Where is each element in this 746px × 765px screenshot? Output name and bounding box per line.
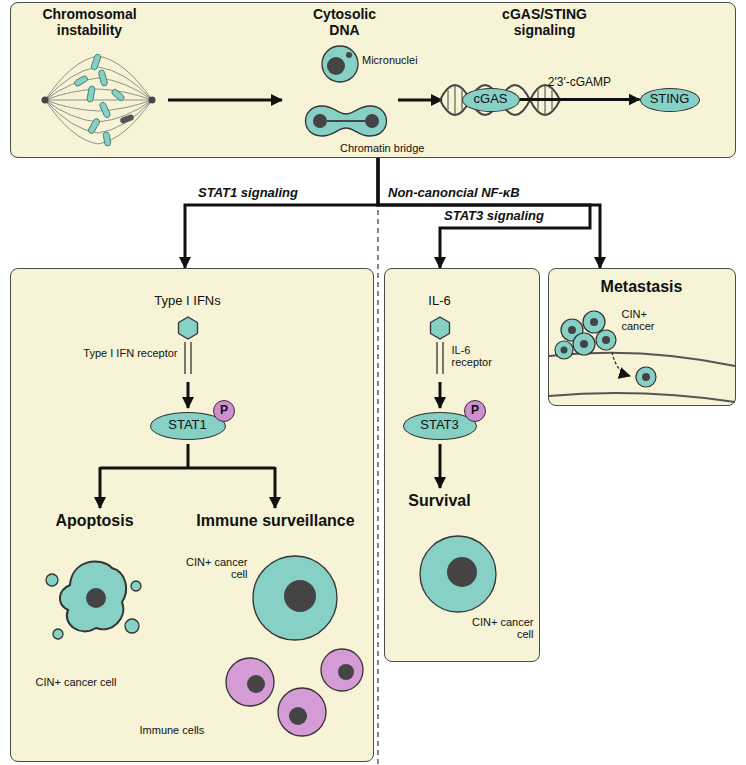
ligand bbox=[179, 317, 198, 339]
receptor-label: Type I IFN receptor bbox=[30, 347, 178, 360]
outcome-heading: Survival bbox=[390, 492, 490, 510]
cancer-cell bbox=[420, 536, 496, 612]
protein-oval: cGAS bbox=[462, 88, 520, 112]
panel: MetastasisCIN+ cancer bbox=[548, 268, 736, 406]
fragment bbox=[125, 619, 139, 633]
panel: Chromosomal instability Cytosolic DNA cGAS… bbox=[10, 2, 736, 158]
arrow-split bbox=[100, 444, 275, 468]
cell-label: CIN+ cancer cell bbox=[176, 556, 248, 581]
ligand bbox=[431, 317, 450, 339]
nucleus bbox=[284, 580, 316, 612]
immune-cell bbox=[278, 688, 326, 736]
node-text: cGAS bbox=[474, 92, 508, 106]
cell bbox=[322, 46, 358, 82]
node-text: P bbox=[220, 404, 228, 417]
pathway-label: Non-canoncial NF-κB bbox=[388, 186, 520, 201]
arrow bbox=[398, 99, 442, 102]
receptor bbox=[442, 342, 443, 374]
panel-ground bbox=[384, 268, 540, 662]
node-text: STING bbox=[650, 92, 690, 106]
receptor bbox=[436, 342, 437, 374]
vessel-wall bbox=[549, 393, 735, 402]
pathway-label: STAT1 signaling bbox=[198, 186, 298, 201]
cancer-cell bbox=[253, 556, 337, 640]
nucleus bbox=[642, 373, 650, 381]
tumour-cluster bbox=[555, 311, 616, 359]
nucleus bbox=[289, 707, 307, 725]
dividing-cell bbox=[306, 106, 387, 136]
phospho-tag: P bbox=[464, 400, 486, 422]
cell-label: CIN+ cancer cell bbox=[36, 676, 156, 689]
receptor bbox=[190, 342, 191, 374]
part-label: Chromatin bridge bbox=[340, 142, 424, 155]
cell-label: CIN+ cancer cell bbox=[468, 616, 534, 641]
immune-cell bbox=[321, 649, 363, 691]
spindle-pole bbox=[149, 97, 156, 104]
nucleus bbox=[247, 675, 265, 693]
node-text: STAT1 bbox=[168, 418, 207, 432]
chromosomes bbox=[73, 53, 125, 146]
dashed-arrow bbox=[612, 352, 630, 376]
nucleus bbox=[313, 114, 327, 128]
vessel-wall bbox=[549, 353, 735, 366]
connector-arrow bbox=[520, 98, 640, 101]
divider bbox=[377, 210, 378, 765]
node-text: STAT3 bbox=[420, 418, 459, 432]
protein-oval: STING bbox=[640, 88, 700, 112]
arrow bbox=[439, 382, 442, 408]
part-label: Micronuclei bbox=[362, 54, 418, 67]
node-text: P bbox=[471, 404, 479, 417]
connector-arrow bbox=[378, 158, 590, 268]
protein-oval: STAT1P bbox=[150, 412, 226, 440]
panel-ground bbox=[548, 268, 736, 406]
fragment bbox=[53, 629, 63, 639]
arrow bbox=[168, 99, 282, 102]
arrow bbox=[99, 467, 102, 508]
receptor bbox=[184, 342, 185, 374]
bridge bbox=[327, 120, 365, 122]
protein-oval: STAT3P bbox=[403, 412, 477, 440]
arrow bbox=[439, 444, 442, 488]
lagging-chromosome bbox=[119, 114, 134, 124]
outcome-heading: Immune surveillance bbox=[188, 512, 364, 530]
panel: IL-6IL-6 receptorSurvivalCIN+ cancer cel… bbox=[384, 268, 540, 662]
cell-label: Immune cells bbox=[140, 724, 230, 737]
connector-arrow bbox=[378, 158, 600, 268]
circulating-cell bbox=[636, 367, 656, 387]
fragment bbox=[131, 581, 141, 591]
connector-arrow bbox=[185, 158, 378, 268]
apoptotic-cell bbox=[60, 561, 126, 631]
panel: Type I IFNsType I IFN receptorApoptosisC… bbox=[10, 268, 374, 762]
arrow bbox=[187, 382, 190, 408]
ligand-label: Type I IFNs bbox=[128, 294, 248, 309]
heading: Cytosolic DNA bbox=[300, 6, 390, 38]
micronucleus bbox=[346, 52, 352, 58]
pathway-label: STAT3 signaling bbox=[444, 209, 544, 224]
nucleus bbox=[365, 114, 379, 128]
receptor-label: IL-6 receptor bbox=[452, 344, 512, 369]
heading: cGAS/STING signaling bbox=[485, 6, 605, 38]
heading: Chromosomal instability bbox=[25, 6, 155, 38]
spindle-pole bbox=[42, 97, 49, 104]
nucleus bbox=[338, 664, 354, 680]
nucleus bbox=[447, 557, 477, 587]
panel-ground bbox=[10, 268, 374, 762]
fragment bbox=[46, 574, 58, 586]
immune-cell bbox=[226, 658, 274, 706]
nucleus bbox=[86, 588, 106, 608]
phospho-tag: P bbox=[213, 400, 235, 422]
nucleus bbox=[327, 57, 345, 75]
nuclei bbox=[561, 318, 611, 354]
cell-label: CIN+ cancer bbox=[622, 308, 682, 333]
panel-ground bbox=[10, 2, 736, 158]
outcome-heading: Metastasis bbox=[572, 278, 712, 296]
outcome-heading: Apoptosis bbox=[30, 512, 160, 530]
spindle-fibers bbox=[45, 56, 152, 144]
arrow bbox=[274, 467, 277, 508]
edge-label: 2'3'-cGAMP bbox=[548, 76, 611, 90]
ligand-label: IL-6 bbox=[400, 294, 480, 309]
